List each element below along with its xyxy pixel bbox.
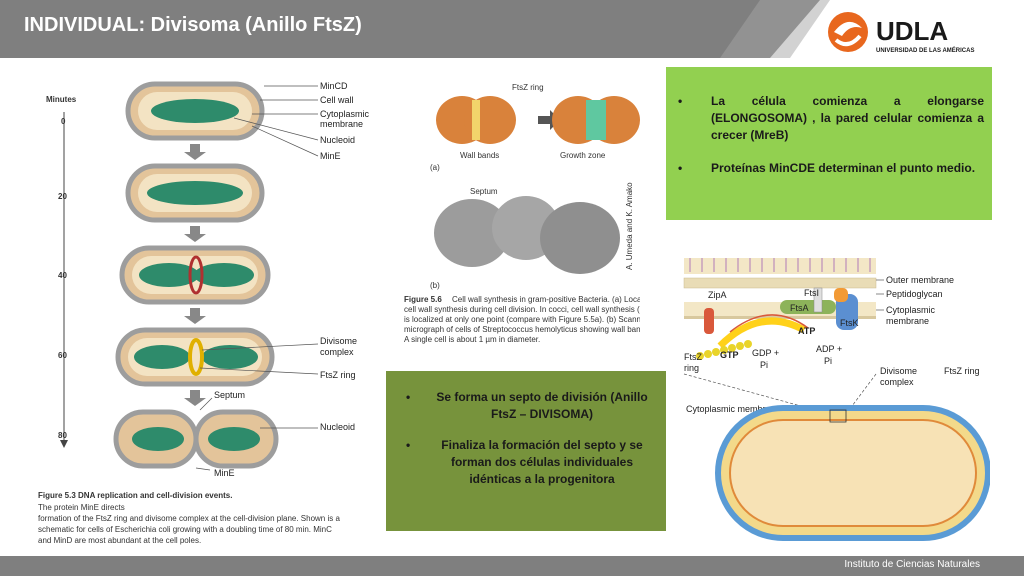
label-part-a: (a) <box>430 163 440 172</box>
cell-stage-40 <box>119 245 271 305</box>
caption-left-line-4: and MinD are most abundant at the cell p… <box>38 536 201 545</box>
footer-text: Instituto de Ciencias Naturales <box>844 559 980 570</box>
label-cytoplasmic-membrane: Cytoplasmic membrane <box>686 404 781 414</box>
label-membrane: membrane <box>886 316 929 326</box>
label-cytoplasmic: Cytoplasmic <box>320 109 370 119</box>
tick-40: 40 <box>58 271 67 280</box>
figure-divisome-complex: ZipA FtsI FtsA FtsK ATP GTP GDP + Pi ADP… <box>683 258 990 541</box>
tick-60: 60 <box>58 351 67 360</box>
label-membrane: membrane <box>320 119 363 129</box>
caption-left-title: Figure 5.3 DNA replication and cell-divi… <box>38 491 232 500</box>
label-gdp: GDP + <box>752 348 779 358</box>
label-cell-wall: Cell wall <box>320 95 354 105</box>
label-ftsz-ring-mid: FtsZ ring <box>512 83 544 92</box>
label-mine-2: MinE <box>214 468 235 478</box>
caption-mid-line-3: is localized at only one point (compare … <box>404 315 640 324</box>
tick-20: 20 <box>58 192 67 201</box>
label-mine: MinE <box>320 151 341 161</box>
label-ring: ring <box>684 363 699 373</box>
figure-gram-positive-wall: FtsZ ring Wall bands Growth zone (a) Sep… <box>404 83 640 344</box>
green-bullet-1: •La célula comienza a elongarse (ELONGOS… <box>678 94 984 142</box>
label-ftsz-ring-right: FtsZ ring <box>944 366 980 376</box>
slide-title: INDIVIDUAL: Divisoma (Anillo FtsZ) <box>24 14 362 36</box>
label-septum-mid: Septum <box>470 187 498 196</box>
label-ftsz-ring: FtsZ ring <box>320 370 356 380</box>
caption-left-line-1: The protein MinE directs <box>38 503 125 512</box>
label-complex: complex <box>880 377 914 387</box>
figure-cell-division: Minutes 0 20 40 60 80 <box>38 81 370 545</box>
label-divisome: Divisome <box>320 336 357 346</box>
label-ftsk: FtsK <box>840 318 859 328</box>
caption-left-line-3: schematic for cells of Escherichia coli … <box>38 525 332 534</box>
label-adp: ADP + <box>816 344 842 354</box>
label-growth-zone: Growth zone <box>560 151 606 160</box>
olive-text-box: •Se forma un septo de división (Anillo F… <box>386 371 666 531</box>
label-divisome: Divisome <box>880 366 917 376</box>
label-cytoplasmic: Cytoplasmic <box>886 305 936 315</box>
footer-bar: Instituto de Ciencias Naturales <box>0 556 1024 576</box>
label-outer-membrane: Outer membrane <box>886 275 954 285</box>
axis-title: Minutes <box>46 95 77 104</box>
caption-mid-line-1: Cell wall synthesis in gram-positive Bac… <box>452 295 640 304</box>
caption-mid-line-4: micrograph of cells of Streptococcus hem… <box>404 325 640 334</box>
label-pi-1: Pi <box>760 360 768 370</box>
label-septum: Septum <box>214 390 245 400</box>
caption-mid-title: Figure 5.6 <box>404 295 442 304</box>
header-banner <box>0 0 830 58</box>
label-mincd: MinCD <box>320 81 348 91</box>
tick-80: 80 <box>58 431 67 440</box>
tick-0: 0 <box>61 117 66 126</box>
cell-stage-60 <box>115 327 275 387</box>
label-complex: complex <box>320 347 354 357</box>
logo-subtext: UNIVERSIDAD DE LAS AMÉRICAS <box>876 46 974 54</box>
label-credit: A. Umeda and K. Amako <box>625 182 634 270</box>
green-text-box: •La célula comienza a elongarse (ELONGOS… <box>666 67 992 220</box>
green-bullet-2: •Proteínas MinCDE determinan el punto me… <box>678 161 976 175</box>
logo-text: UDLA <box>876 16 948 46</box>
label-ftsa: FtsA <box>790 303 809 313</box>
label-nucleoid-2: Nucleoid <box>320 422 355 432</box>
label-wall-bands: Wall bands <box>460 151 499 160</box>
label-ftsz: FtsZ <box>684 352 702 362</box>
label-peptidoglycan: Peptidoglycan <box>886 289 943 299</box>
label-ftsi: FtsI <box>804 288 819 298</box>
olive-bullet-2: •Finaliza la formación del septo y se fo… <box>406 438 643 486</box>
label-part-b: (b) <box>430 281 440 290</box>
label-gtp: GTP <box>720 350 739 360</box>
cell-stage-80 <box>113 409 279 469</box>
label-atp: ATP <box>798 326 815 336</box>
cell-stage-0 <box>125 81 265 141</box>
caption-left-line-2: formation of the FtsZ ring and divisome … <box>38 514 340 523</box>
header: INDIVIDUAL: Divisoma (Anillo FtsZ) UDLA … <box>0 0 1024 58</box>
caption-mid-line-2: cell wall synthesis during cell division… <box>404 305 640 314</box>
label-pi-2: Pi <box>824 356 832 366</box>
label-nucleoid: Nucleoid <box>320 135 355 145</box>
caption-mid-line-5: A single cell is about 1 µm in diameter. <box>404 335 540 344</box>
udla-logo: UDLA UNIVERSIDAD DE LAS AMÉRICAS <box>820 10 990 56</box>
cell-stage-20 <box>125 163 265 223</box>
olive-bullet-1: •Se forma un septo de división (Anillo F… <box>406 390 648 421</box>
label-zipa: ZipA <box>708 290 727 300</box>
